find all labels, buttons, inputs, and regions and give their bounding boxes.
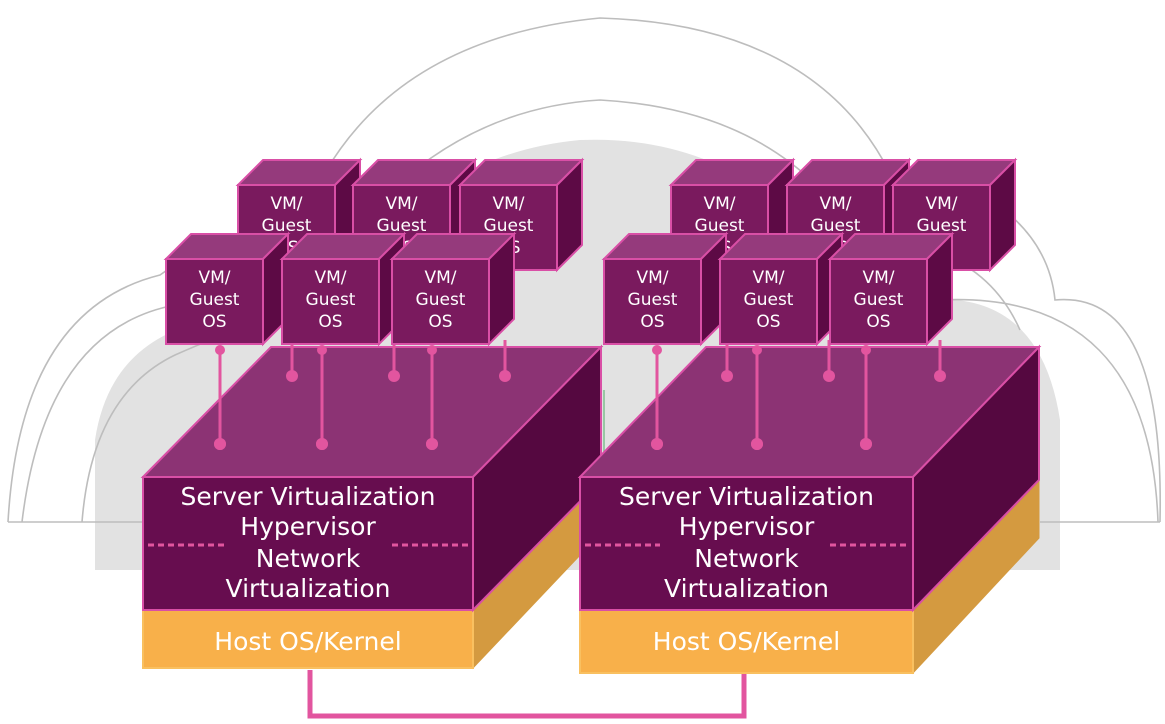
connector-dot <box>215 345 225 355</box>
connector-dot <box>499 370 511 382</box>
vm-label-line2: Guest <box>917 216 967 236</box>
vm-label-line2: Guest <box>306 290 356 310</box>
vm-label-line1: VM/ <box>862 268 894 288</box>
vm-front-face <box>391 258 490 345</box>
hypervisor-title-line1: Server Virtualization <box>619 482 874 511</box>
host-os-label: Host OS/Kernel <box>214 627 401 656</box>
vm-label-line1: VM/ <box>198 268 230 288</box>
vm-label-line3: OS <box>428 312 452 332</box>
vm-front-face <box>281 258 380 345</box>
hypervisor-title-line2: Hypervisor <box>679 512 815 541</box>
cloud-outline-outer <box>7 17 1162 523</box>
vm-label-line1: VM/ <box>424 268 456 288</box>
vm-label-line3: OS <box>756 312 780 332</box>
host-os-label: Host OS/Kernel <box>653 627 840 656</box>
cloud-outline-right <box>939 298 1159 523</box>
connector-dot <box>214 438 226 450</box>
server-1: Host OS/Kernel Server VirtualizationHyper… <box>140 344 604 670</box>
vm-label-line2: Guest <box>262 216 312 236</box>
server-link <box>307 670 747 719</box>
connector-dot <box>388 370 400 382</box>
vm-label-line1: VM/ <box>703 194 735 214</box>
network-virtualization-line1: Network <box>694 544 799 573</box>
host-front <box>579 609 914 674</box>
vm-label-line3: OS <box>640 312 664 332</box>
vm-label-line3: OS <box>202 312 226 332</box>
connector-dot <box>651 438 663 450</box>
vm-label-line2: Guest <box>695 216 745 236</box>
connector-dot <box>752 345 762 355</box>
connector-dot <box>286 370 298 382</box>
hypervisor-title-line2: Hypervisor <box>240 512 376 541</box>
vm-label-line1: VM/ <box>314 268 346 288</box>
vm-label-line1: VM/ <box>636 268 668 288</box>
connector-dot <box>721 370 733 382</box>
vm-group-1: VM/GuestOSVM/GuestOSVM/GuestOSVM/GuestOS… <box>163 157 585 450</box>
vm-label-line1: VM/ <box>385 194 417 214</box>
connector-dot <box>934 370 946 382</box>
connector-dot <box>823 370 835 382</box>
vm-label-line1: VM/ <box>492 194 524 214</box>
vm-label-line1: VM/ <box>270 194 302 214</box>
vm-label-line3: OS <box>318 312 342 332</box>
vm-label-line2: Guest <box>190 290 240 310</box>
vm-label-line1: VM/ <box>819 194 851 214</box>
host-front <box>142 609 474 669</box>
vm-label-line2: Guest <box>628 290 678 310</box>
vm-front-face <box>829 258 928 345</box>
connector-dot <box>317 345 327 355</box>
network-virtualization-line2: Virtualization <box>226 574 391 603</box>
vm-label-line1: VM/ <box>752 268 784 288</box>
vm-label-line2: Guest <box>854 290 904 310</box>
vm-label-line2: Guest <box>377 216 427 236</box>
connector-dot <box>427 345 437 355</box>
vm-group-2: VM/GuestOSVM/GuestOSVM/GuestOSVM/GuestOS… <box>601 157 1018 450</box>
connector-dot <box>316 438 328 450</box>
connector-dot <box>751 438 763 450</box>
connector-dot <box>861 345 871 355</box>
network-virtualization-line2: Virtualization <box>664 574 829 603</box>
connector-dot <box>860 438 872 450</box>
connector-dot <box>426 438 438 450</box>
server-2: Host OS/Kernel Server VirtualizationHyper… <box>577 344 1042 675</box>
vm-label-line2: Guest <box>744 290 794 310</box>
vm-label-line1: VM/ <box>925 194 957 214</box>
vm-label-line2: Guest <box>484 216 534 236</box>
vm-label-line2: Guest <box>811 216 861 236</box>
vm-label-line3: OS <box>866 312 890 332</box>
connector-dot <box>652 345 662 355</box>
vm-label-line2: Guest <box>416 290 466 310</box>
network-virtualization-line1: Network <box>256 544 361 573</box>
vm-front-face <box>603 258 702 345</box>
hypervisor-title-line1: Server Virtualization <box>181 482 436 511</box>
vm-front-face <box>719 258 818 345</box>
vm-front-face <box>165 258 264 345</box>
